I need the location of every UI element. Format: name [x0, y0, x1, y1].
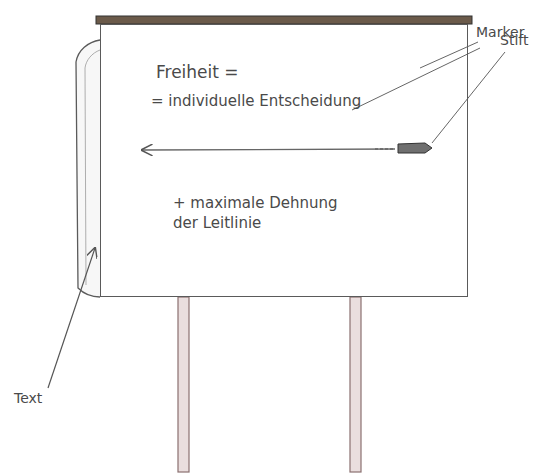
leader-arrow — [48, 248, 95, 388]
callout-label: Text — [14, 390, 42, 406]
flipchart-page: Freiheit = = individuelle Entscheidung + m… — [100, 24, 468, 297]
top-bar — [96, 16, 472, 24]
back-pages — [85, 50, 100, 285]
leader-line — [352, 48, 480, 110]
drawn-arrow — [142, 149, 395, 150]
handwritten-text: + maximale Dehnung der Leitlinie — [173, 193, 363, 234]
leader-line — [432, 52, 505, 143]
drawn-arrow — [375, 148, 395, 150]
handwritten-text: = individuelle Entscheidung — [151, 91, 441, 111]
back-pages — [76, 40, 100, 297]
handwritten-text: Freiheit = — [156, 61, 356, 84]
callout-label: Stift — [500, 32, 528, 48]
stand-leg — [350, 297, 361, 472]
leader-line — [420, 42, 478, 68]
stand-leg — [178, 297, 189, 472]
pen-symbol — [398, 143, 432, 153]
